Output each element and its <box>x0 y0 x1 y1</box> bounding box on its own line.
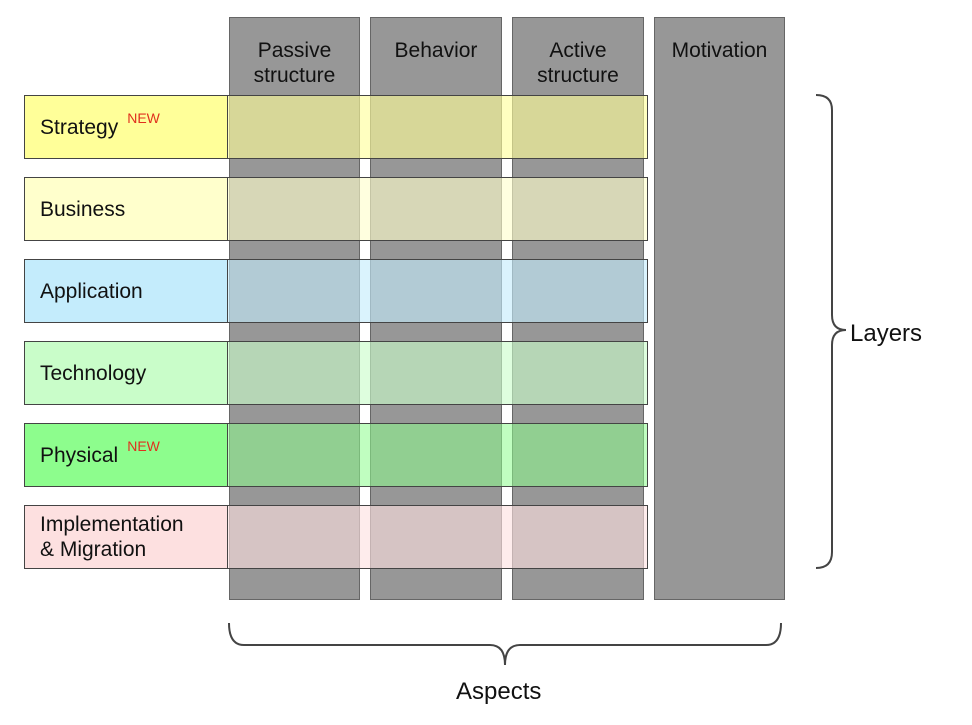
layer-label-business: Business <box>24 177 228 241</box>
new-badge: NEW <box>127 109 160 126</box>
new-badge: NEW <box>127 437 160 454</box>
layer-name: Physical <box>40 443 119 467</box>
layer-label-technology: Technology <box>24 341 228 405</box>
aspect-column-motivation: Motivation <box>654 17 785 600</box>
aspect-header-motivation: Motivation <box>671 39 768 62</box>
layer-label-implementation-migration: Implementation & Migration <box>24 505 228 569</box>
layer-name: Business <box>40 197 126 221</box>
aspect-header-active-structure: Active structure <box>537 39 619 87</box>
aspect-header-passive-structure: Passive structure <box>253 39 336 87</box>
aspect-header-behavior: Behavior <box>394 39 478 62</box>
layer-label-strategy: Strategy NEW <box>24 95 228 159</box>
layer-label-physical: Physical NEW <box>24 423 228 487</box>
layer-label-application: Application <box>24 259 228 323</box>
layers-label: Layers <box>850 320 923 347</box>
layer-name: Application <box>40 279 143 303</box>
layer-name: Strategy <box>40 115 119 139</box>
layer-name: Technology <box>40 361 147 385</box>
aspects-label: Aspects <box>456 678 542 705</box>
aspects-brace <box>228 622 782 666</box>
layers-brace <box>815 94 847 569</box>
layer-name: Implementation & Migration <box>40 513 184 561</box>
